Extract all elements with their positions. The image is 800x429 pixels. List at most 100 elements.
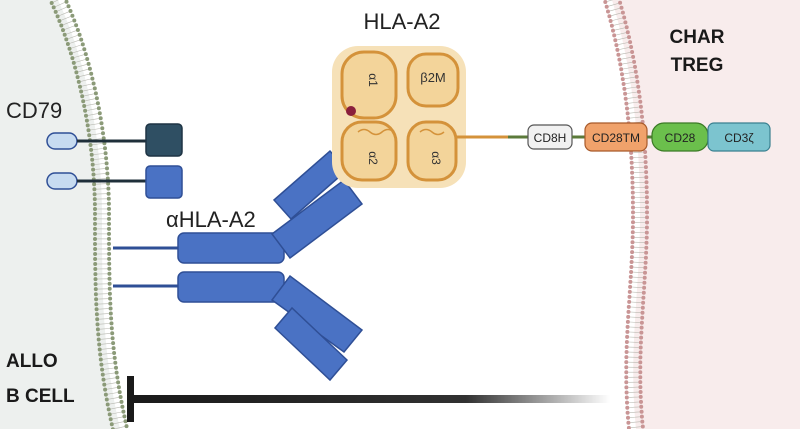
antibody-heavy-top [177,232,285,264]
membrane-lipid-dot [108,296,113,301]
membrane-lipid-dot [628,40,633,45]
membrane-lipid-dot [644,180,649,185]
membrane-lipid-dot [96,106,101,111]
membrane-lipid-dot [97,111,102,116]
membrane-lipid-dot [107,256,112,261]
membrane-lipid-dot [95,101,100,106]
membrane-lipid-dot [638,99,643,104]
membrane-lipid-dot [107,241,111,246]
membrane-lipid-dot [638,360,643,365]
membrane-lipid-dot [639,399,643,404]
membrane-lipid-tail [66,30,77,35]
cd28-text: CD28 [665,131,696,145]
membrane-lipid-dot [620,72,624,77]
membrane-lipid-dot [631,54,636,59]
membrane-lipid-tail [633,266,644,268]
membrane-lipid-dot [74,23,79,28]
membrane-lipid-dot [108,306,113,311]
membrane-lipid-dot [638,345,643,350]
membrane-lipid-tail [99,318,110,320]
membrane-lipid-dot [625,329,630,334]
membrane-lipid-tail [630,311,641,313]
membrane-lipid-dot [639,409,644,414]
membrane-lipid-dot [51,5,56,10]
membrane-lipid-dot [107,236,111,241]
membrane-lipid-tail [83,88,93,92]
membrane-lipid-dot [120,404,125,409]
membrane-lipid-dot [93,221,97,226]
membrane-lipid-dot [116,380,121,385]
membrane-lipid-dot [625,334,630,339]
membrane-lipid-dot [93,226,97,231]
membrane-lipid-dot [628,284,633,289]
membrane-lipid-dot [631,210,635,215]
membrane-lipid-dot [103,392,108,397]
membrane-lipid-dot [117,390,122,395]
b-cell-membrane [49,0,129,429]
membrane-lipid-dot [630,200,635,205]
membrane-lipid-tail [614,27,625,31]
membrane-lipid-tail [109,402,120,405]
membrane-lipid-dot [631,205,635,210]
membrane-lipid-dot [93,91,98,96]
membrane-lipid-dot [97,342,102,347]
membrane-lipid-dot [53,9,58,14]
inhibition-arrow [127,376,610,422]
membrane-lipid-dot [110,331,115,336]
membrane-lipid-dot [93,257,98,261]
membrane-lipid-tail [631,296,642,298]
membrane-lipid-dot [92,187,97,192]
membrane-lipid-dot [93,211,97,216]
membrane-lipid-dot [628,279,633,284]
alpha3-text: α3 [429,151,443,165]
membrane-lipid-tail [93,153,104,155]
membrane-lipid-dot [93,231,97,236]
membrane-lipid-tail [57,6,67,12]
membrane-lipid-dot [107,281,112,286]
membrane-lipid-dot [108,301,113,306]
membrane-lipid-dot [625,324,630,329]
membrane-lipid-tail [61,16,71,21]
membrane-lipid-dot [109,422,114,427]
membrane-lipid-dot [644,230,649,235]
membrane-lipid-tail [92,143,103,145]
membrane-lipid-tail [608,3,619,7]
membrane-lipid-dot [628,274,633,279]
membrane-lipid-dot [71,60,76,65]
cd3z-domain [707,122,771,152]
membrane-lipid-dot [89,152,94,157]
membrane-lipid-tail [84,93,94,97]
membrane-lipid-dot [641,290,646,295]
membrane-lipid-dot [645,215,649,220]
membrane-lipid-dot [107,216,111,221]
membrane-lipid-tail [628,401,640,403]
membrane-lipid-tail [632,286,643,288]
membrane-lipid-dot [110,336,115,341]
membrane-lipid-dot [92,202,97,207]
membrane-lipid-dot [105,166,109,171]
membrane-lipid-dot [107,246,112,251]
membrane-lipid-tail [607,0,614,2]
membrane-lipid-dot [87,66,92,71]
membrane-lipid-dot [93,272,98,277]
membrane-lipid-tail [632,276,643,278]
membrane-lipid-tail [99,328,110,330]
membrane-lipid-dot [644,200,649,205]
membrane-lipid-dot [624,395,629,400]
membrane-lipid-dot [72,18,77,23]
membrane-lipid-tail [622,62,633,65]
membrane-lipid-dot [644,170,649,175]
membrane-lipid-dot [625,30,630,35]
membrane-lipid-tail [633,261,644,263]
membrane-lipid-dot [75,28,80,32]
membrane-lipid-tail [625,81,636,84]
char-label-line1: CHAR [670,27,725,48]
membrane-lipid-dot [633,69,638,74]
membrane-lipid-dot [100,126,105,131]
membrane-lipid-dot [104,397,109,402]
cd79-pill-bottom [46,172,78,190]
membrane-lipid-dot [101,136,106,141]
membrane-lipid-dot [93,287,98,292]
membrane-lipid-tail [629,411,640,413]
